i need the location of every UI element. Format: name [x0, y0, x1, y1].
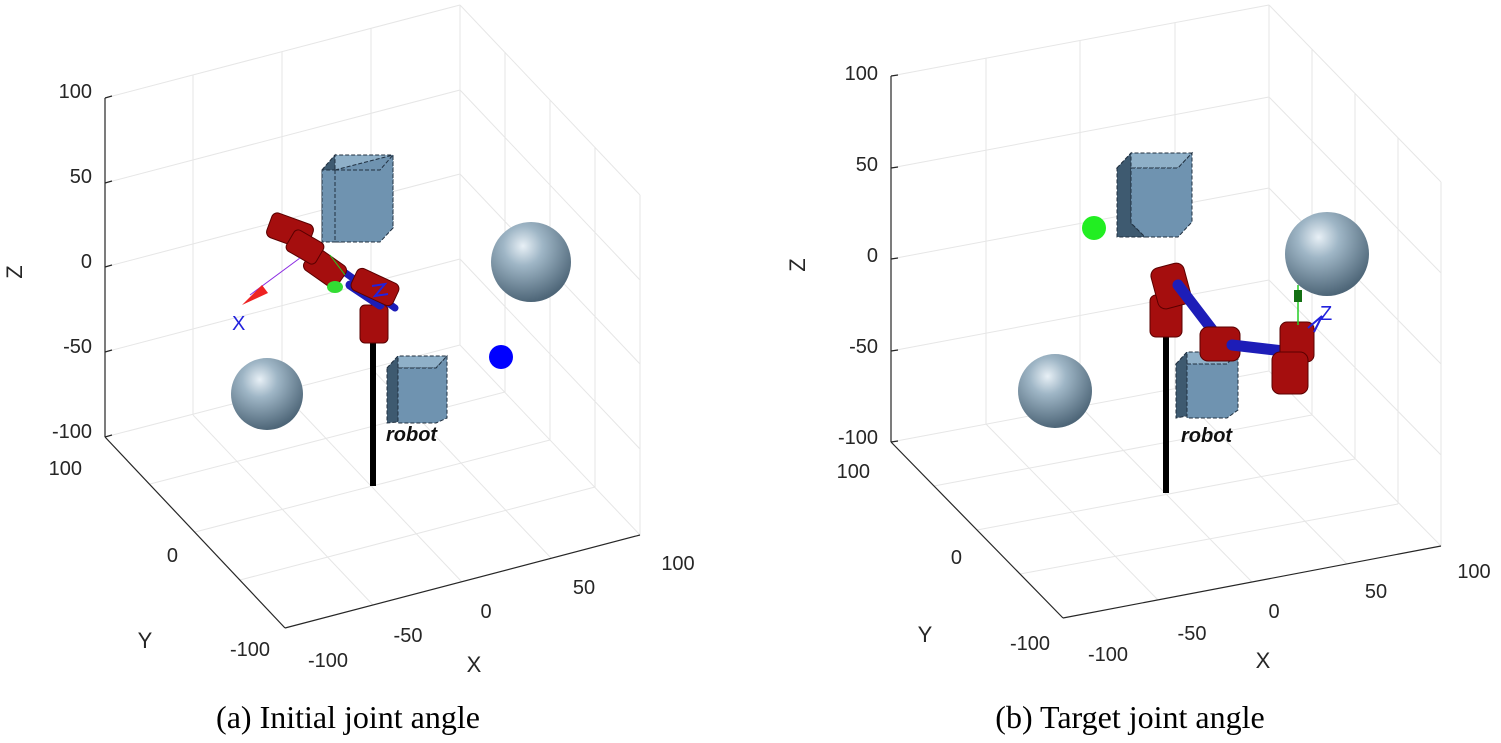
- y-tick: -100: [1010, 633, 1050, 655]
- x-tick: -100: [1088, 644, 1128, 666]
- frame-z-glyph: [371, 282, 389, 298]
- z-tick: 0: [81, 251, 92, 273]
- x-tick: 100: [1457, 561, 1490, 583]
- y-axis-label: Y: [918, 622, 933, 647]
- z-tick: 100: [59, 81, 92, 103]
- obstacle-cube-upper: [1115, 151, 1194, 238]
- panel-target: 100 50 0 -50 -100 Z 100 0 -100 Y -100 -5…: [785, 4, 1491, 735]
- z-tick: 50: [70, 166, 92, 188]
- caption-target: (b) Target joint angle: [995, 699, 1264, 735]
- x-tick: -50: [1178, 623, 1207, 645]
- z-tick: -50: [849, 336, 878, 358]
- y-tick: 0: [167, 545, 178, 567]
- goal-marker: [489, 345, 513, 369]
- robot-joint: [1271, 351, 1309, 395]
- y-tick: 100: [49, 458, 82, 480]
- z-axis-label: Z: [785, 258, 810, 271]
- obstacle-sphere-left: [231, 358, 303, 430]
- frame-z-arrow: [1307, 315, 1323, 333]
- axes: [890, 74, 1442, 619]
- z-tick: 100: [845, 63, 878, 85]
- robot-label: robot: [386, 424, 438, 446]
- robot-arm: Z: [1149, 262, 1332, 493]
- frame-z-label: Z: [1320, 303, 1332, 325]
- y-tick: -100: [230, 639, 270, 661]
- z-tick: -100: [838, 427, 878, 449]
- y-tick: 0: [951, 547, 962, 569]
- frame-arrow-x: [242, 285, 268, 305]
- z-tick: 0: [867, 245, 878, 267]
- x-axis-label: X: [467, 652, 482, 677]
- robot-joint: [350, 267, 400, 307]
- z-axis-label: Z: [2, 265, 27, 278]
- z-tick: -100: [52, 421, 92, 443]
- robot-joint: [359, 304, 389, 344]
- robot-joint: [285, 229, 325, 265]
- y-tick: 100: [837, 461, 870, 483]
- x-tick: 50: [1365, 581, 1387, 603]
- obstacle-sphere-right: [1285, 212, 1369, 296]
- frame-x-label: X: [232, 313, 245, 335]
- obstacle-sphere-left: [1018, 354, 1092, 428]
- obstacle-cube-upper: [320, 153, 395, 244]
- x-tick: 0: [1268, 601, 1279, 623]
- x-tick: -50: [394, 625, 423, 647]
- x-tick: 100: [661, 553, 694, 575]
- robot-label: robot: [1181, 425, 1233, 447]
- obstacle-sphere-right: [491, 222, 571, 302]
- x-tick: 0: [480, 601, 491, 623]
- start-marker: [1082, 216, 1106, 240]
- x-tick: 50: [573, 577, 595, 599]
- end-effector-marker: [327, 281, 343, 293]
- panel-initial: 100 50 0 -50 -100 Z 100 0 -100 Y -100 -5…: [2, 4, 695, 735]
- frame-axis: [329, 254, 346, 276]
- obstacle-cube-lower: [385, 354, 449, 424]
- frame-arrow: [1294, 290, 1302, 302]
- caption-initial: (a) Initial joint angle: [216, 699, 480, 735]
- z-tick: -50: [63, 336, 92, 358]
- x-tick: -100: [308, 650, 348, 672]
- frame-axis: [249, 257, 301, 296]
- obstacle-cube-lower: [1174, 350, 1240, 419]
- z-tick: 50: [856, 154, 878, 176]
- y-axis-label: Y: [138, 628, 153, 653]
- robot-arm: X: [232, 212, 400, 486]
- axes: [104, 95, 641, 629]
- x-axis-label: X: [1256, 648, 1271, 673]
